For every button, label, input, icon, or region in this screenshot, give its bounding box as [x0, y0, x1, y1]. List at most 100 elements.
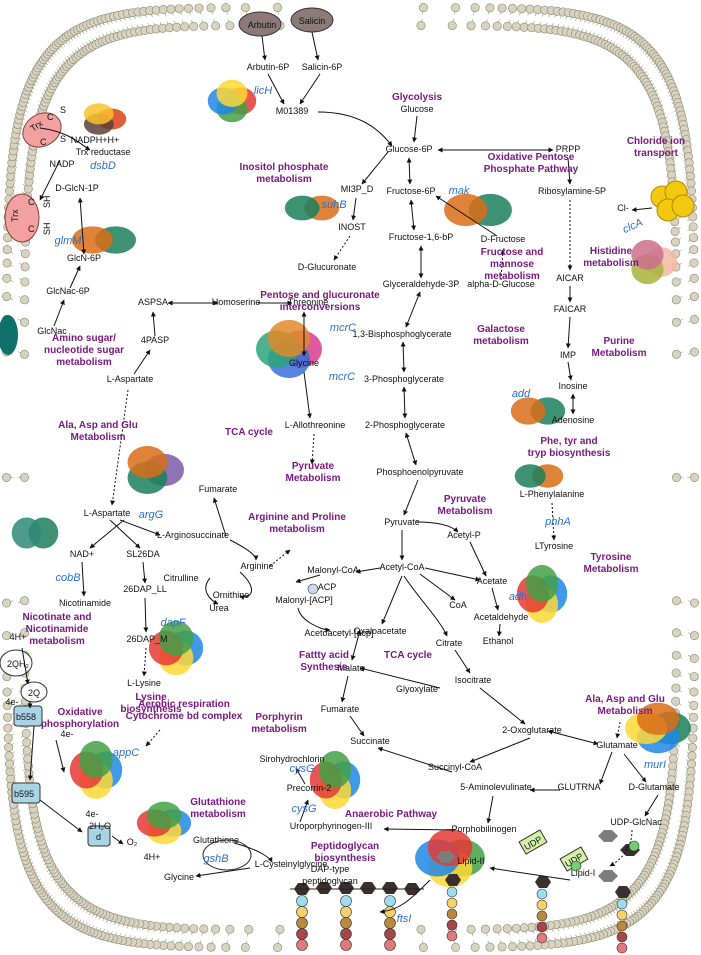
urea: Urea	[209, 603, 229, 613]
trx-reductase: Trx reductase	[76, 147, 131, 157]
amino-acid-bead-icon	[340, 939, 352, 951]
amino-acid-bead-icon	[384, 906, 396, 918]
trx-bottom-c1: C	[28, 197, 35, 207]
lipid-head-outer	[689, 700, 699, 710]
b595-label: b595	[14, 789, 34, 799]
lipid-head-outer	[273, 942, 283, 952]
amino-acid-bead-icon	[616, 920, 628, 932]
acp-icon	[307, 583, 319, 595]
reaction-arrow	[631, 207, 653, 213]
amino-acid-bead-icon	[384, 895, 396, 907]
pathway-glutathione-2: metabolism	[190, 809, 246, 820]
l-lysine: L-Lysine	[127, 678, 161, 688]
protein-domain-icon	[318, 750, 352, 789]
lipid-head-outer	[689, 631, 699, 641]
amino-acid-bead-icon	[536, 921, 548, 933]
glcnac-transporter-icon	[0, 315, 18, 355]
aspsa: ASPSA	[138, 297, 168, 307]
pathway-purine-1: Purine	[603, 336, 635, 347]
threonine: Threonine	[288, 297, 329, 307]
phosphoenolpyruvate: Phosphoenolpyruvate	[376, 467, 463, 477]
sugar-hexagon-icon	[535, 876, 551, 888]
lipid-head-outer	[689, 245, 699, 255]
glutathione: Glutathione	[193, 835, 239, 845]
lipid-head-outer	[689, 258, 699, 268]
gene-mcrc-1: mcrC	[330, 322, 356, 334]
reaction-arrow	[377, 747, 453, 773]
lipid-head-outer	[183, 942, 193, 952]
protein-structure-icon	[631, 239, 678, 285]
lipid-head-inner	[20, 317, 30, 327]
protein-domain-icon	[510, 397, 546, 425]
pathway-lysine-2: biosynthesis	[120, 704, 182, 715]
2-oxoglutarate: 2-Oxoglutarate	[502, 725, 562, 735]
pathway-pyruvate-1b: Metabolism	[285, 473, 340, 484]
glcnac: GlcNac	[37, 326, 67, 336]
26dap-ll: 26DAP_LL	[123, 584, 167, 594]
trx-top-c2: C	[40, 137, 47, 147]
reaction-arrow	[401, 386, 408, 419]
sugar-hexagon-icon	[598, 830, 618, 842]
protein-structure-icon	[284, 195, 340, 221]
amino-acid-bead-icon	[446, 919, 458, 931]
lipid-head-outer	[689, 598, 699, 608]
pathway-fatty-1: Fattty acid	[299, 650, 349, 661]
reaction-arrow	[297, 607, 331, 633]
lipid-head-inner	[671, 472, 681, 482]
protein-domain-icon	[267, 319, 311, 358]
coa: CoA	[449, 600, 467, 610]
lipid-head-outer	[689, 347, 699, 357]
pathway-pyruvate-2b: Metabolism	[437, 506, 492, 517]
lipid-head-outer	[5, 767, 15, 777]
pathway-histidine-2: metabolism	[583, 258, 639, 269]
pathway-alaaspglu-2: Metabolism	[70, 432, 125, 443]
uroporphyrinogen-iii: Uroporphyrinogen-III	[290, 821, 373, 831]
amino-acid-bead-icon	[296, 917, 308, 929]
glucose-6p: Glucose-6P	[385, 144, 432, 154]
lipid-head-inner	[671, 349, 681, 359]
sugar-hexagon-icon	[360, 882, 376, 894]
reaction-arrow	[77, 197, 87, 255]
glcnac-6p: GlcNac-6P	[46, 286, 90, 296]
pathway-nicotinate-2: Nicotinamide	[26, 624, 89, 635]
reaction-arrow	[379, 879, 431, 915]
lipid-head-outer	[3, 712, 13, 722]
gene-suhb: suhB	[321, 199, 346, 211]
lipid-head-inner	[480, 21, 490, 31]
lipid-head-inner	[275, 924, 285, 934]
protein-structure-icon	[309, 750, 361, 810]
amino-acid-bead-icon	[296, 939, 308, 951]
arbutin-6p: Arbutin-6P	[247, 62, 290, 72]
lipid-head-outer	[2, 245, 12, 255]
pathway-oxpentose-1: Oxidative Pentose	[488, 152, 575, 163]
pathway-histidine-1: Histidine	[590, 246, 633, 257]
lipid-head-inner	[671, 277, 681, 287]
amino-acid-bead-icon	[536, 932, 548, 944]
lipid-head-outer	[418, 3, 428, 13]
reaction-arrow	[489, 866, 571, 881]
d-glutamate: D-Glutamate	[628, 782, 679, 792]
pathway-pyruvate-1a: Pyruvate	[292, 461, 335, 472]
pathway-oxpentose-2: Phosphate Pathway	[484, 164, 579, 175]
pathway-fructose-1: Fructose and	[481, 247, 544, 258]
l-tyrosine: LTyrosine	[535, 541, 573, 551]
clca-channel-icon	[650, 180, 695, 222]
electrons-4e-a: 4e-	[5, 697, 18, 707]
lipid-head-inner	[211, 21, 221, 31]
lipid-head-outer	[451, 942, 461, 952]
lipid-head-inner	[23, 754, 33, 764]
lipid-head-outer	[508, 3, 518, 13]
gene-appc: appC	[113, 747, 139, 759]
protons-4h-bottom: 4H+	[144, 852, 161, 862]
udp-box-1	[518, 829, 548, 855]
reaction-arrow	[381, 575, 403, 625]
pathway-fructose-3: metabolism	[484, 271, 540, 282]
citrate: Citrate	[436, 638, 463, 648]
amino-acid-bead-icon	[296, 895, 308, 907]
pathway-oxphos-2: phosphorylation	[41, 719, 119, 730]
protein-domain-icon	[631, 239, 664, 270]
reaction-arrow	[424, 567, 481, 582]
reaction-arrow	[435, 195, 498, 237]
amino-acid-bead-icon	[340, 928, 352, 940]
